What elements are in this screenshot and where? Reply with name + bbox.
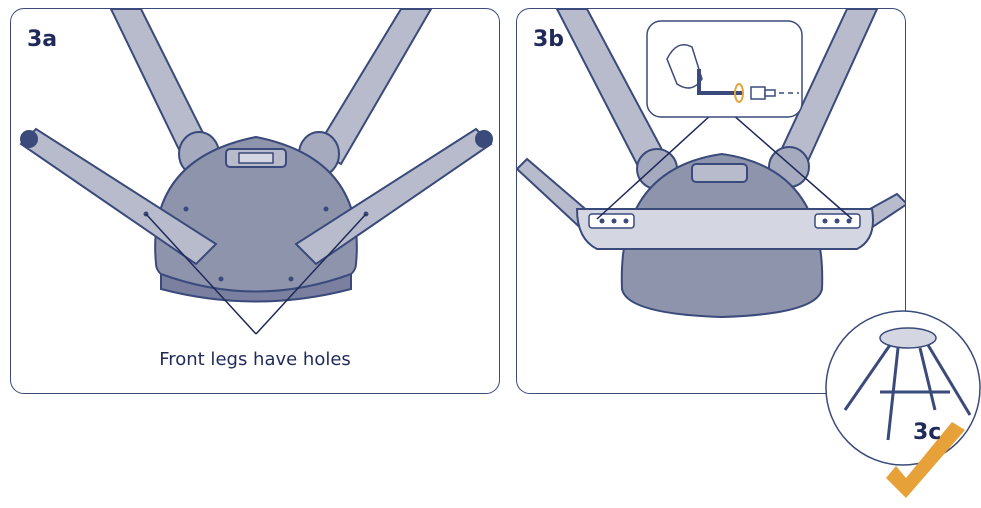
step-3b-label: 3b [533,27,565,52]
callout-line-left [596,113,713,220]
seat-rim [160,272,352,303]
seat-slot [238,152,274,164]
hand-icon [666,44,703,89]
rotation-arrow-icon [734,83,744,103]
step-3a-caption: Front legs have holes [159,349,351,370]
back-right-leg [314,9,433,166]
screw-dot [822,218,828,224]
screw-dot [611,218,617,224]
screw-dot [323,206,329,212]
pointer-line-right [255,213,367,335]
screw-dot [183,206,189,212]
step-3a-label: 3a [27,27,58,52]
screw-dot [834,218,840,224]
allen-key-icon [697,69,742,95]
pointer-line-left [145,213,257,335]
step-3b-illustration [517,9,905,319]
front-left-leg-end [20,130,38,148]
screw-dot [288,276,294,282]
step-3a-panel: 3a Front legs have holes [10,8,500,394]
screw-icon [750,86,776,100]
screw-dot [218,276,224,282]
footrest [575,208,874,250]
assembled-leg [926,344,972,416]
screw-dot [846,218,852,224]
screw-dot [599,218,605,224]
seat-plate [691,163,748,183]
callout-line-right [731,113,853,220]
step-3a-illustration [19,9,493,335]
front-right-leg-end [475,130,493,148]
step-3b-panel: 3b [516,8,906,394]
step-3c-label: 3c [913,420,942,445]
screw-dot [623,218,629,224]
assembled-leg [918,347,937,411]
